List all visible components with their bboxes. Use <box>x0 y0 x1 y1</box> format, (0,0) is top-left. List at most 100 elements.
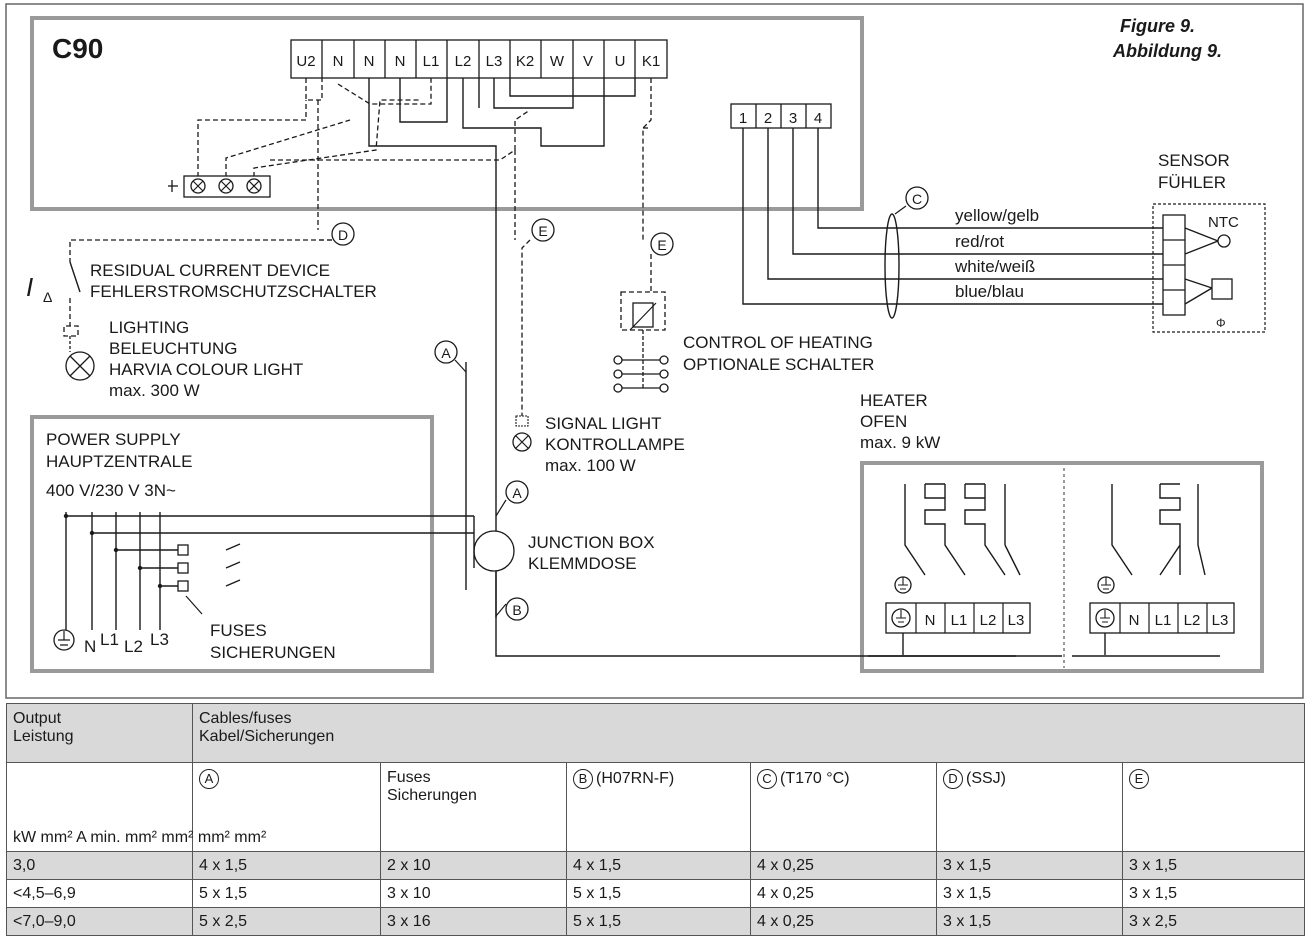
marker-e-signal: E <box>531 218 555 242</box>
terminal-u: U <box>615 53 626 70</box>
terminal-n2: N <box>364 53 375 70</box>
terminal-l2: L2 <box>455 53 472 70</box>
sensor-label-de: FÜHLER <box>1158 173 1226 192</box>
terminal-k1: K1 <box>642 53 660 70</box>
svg-text:C: C <box>912 191 922 207</box>
signal-label-en: SIGNAL LIGHT <box>545 414 662 433</box>
wire-label-blue: blue/blau <box>955 282 1024 301</box>
marker-c: C <box>905 186 929 210</box>
terminal-u2: U2 <box>296 53 315 70</box>
sensor-terminal-4: 4 <box>814 110 822 127</box>
terminal-n1: N <box>333 53 344 70</box>
svg-text:L1: L1 <box>1155 612 1172 629</box>
signal-light-wire <box>521 239 531 416</box>
svg-text:A: A <box>441 345 451 361</box>
col-a-header: A <box>192 762 381 852</box>
sensor-ntc-label: NTC <box>1208 214 1239 231</box>
power-n-label: N <box>84 637 96 656</box>
lighting-label-brand: HARVIA COLOUR LIGHT <box>109 360 303 379</box>
sensor-terminal-2: 2 <box>764 110 772 127</box>
power-ground-icon <box>53 629 75 651</box>
svg-text:A: A <box>512 485 522 501</box>
ground-terminal-strip <box>168 175 271 198</box>
terminal-l1: L1 <box>423 53 440 70</box>
rcd-label-de: FEHLERSTROMSCHUTZSCHALTER <box>90 282 377 301</box>
sensor-terminal-1: 1 <box>739 110 747 127</box>
svg-text:L2: L2 <box>980 612 997 629</box>
rcd-symbol: I <box>26 272 33 302</box>
marker-a-lower: A <box>505 480 529 504</box>
controller-name: C90 <box>52 33 103 64</box>
power-supply-box <box>30 415 434 673</box>
wire-label-white: white/weiß <box>954 257 1035 276</box>
rcd-label-en: RESIDUAL CURRENT DEVICE <box>90 261 330 280</box>
lighting-label-de: BELEUCHTUNG <box>109 339 237 358</box>
sensor-block <box>1152 203 1266 333</box>
wire-label-red: red/rot <box>955 232 1004 251</box>
marker-e-control: E <box>650 232 674 256</box>
sensor-wires <box>742 128 1163 319</box>
terminal-n3: N <box>395 53 406 70</box>
svg-text:D: D <box>338 227 348 243</box>
power-l1-label: L1 <box>100 630 119 649</box>
controller-internal-wiring <box>197 78 652 618</box>
sensor-terminal-strip: 1 2 3 4 <box>730 103 832 129</box>
col-e-header: E <box>1122 762 1305 852</box>
controller-box <box>30 16 864 211</box>
power-l2-label: L2 <box>124 637 143 656</box>
controller-terminal-strip: U2 N N N L1 L2 L3 K2 W V U K1 <box>290 39 668 79</box>
junction-box-icon <box>473 530 515 572</box>
units-cell: kW mm² A min. mm² mm² mm² mm² <box>6 762 266 852</box>
figure-subtitle: Abbildung 9. <box>1112 41 1222 61</box>
lighting-lamp-icon <box>65 351 95 381</box>
terminal-l3: L3 <box>486 53 503 70</box>
svg-text:E: E <box>657 237 666 253</box>
heater-label-en: HEATER <box>860 391 928 410</box>
control-label-de: OPTIONALE SCHALTER <box>683 355 874 374</box>
heater-box <box>860 461 1264 673</box>
fuses-label-de: SICHERUNGEN <box>210 643 336 662</box>
heater-label-max: max. 9 kW <box>860 433 940 452</box>
sensor-terminal-3: 3 <box>789 110 797 127</box>
sensor-label-en: SENSOR <box>1158 151 1230 170</box>
lighting-label-max: max. 300 W <box>109 381 200 400</box>
signal-label-de: KONTROLLAMPE <box>545 435 685 454</box>
control-of-heating-switch <box>613 254 669 393</box>
wiring-diagram: Figure 9. Abbildung 9. C90 U2 N N N L1 L… <box>5 3 1304 699</box>
svg-text:N: N <box>1129 612 1140 629</box>
svg-text:L3: L3 <box>1008 612 1025 629</box>
figure-title: Figure 9. <box>1120 16 1195 36</box>
svg-text:N: N <box>925 612 936 629</box>
power-label-de: HAUPTZENTRALE <box>46 452 192 471</box>
signal-light-icon <box>512 415 532 452</box>
col-b-header: B(H07RN-F) <box>566 762 751 852</box>
control-label-en: CONTROL OF HEATING <box>683 333 873 352</box>
col-d-header: D(SSJ) <box>936 762 1123 852</box>
terminal-w: W <box>550 53 565 70</box>
terminal-v: V <box>583 53 593 70</box>
svg-text:B: B <box>512 602 521 618</box>
power-l3-label: L3 <box>150 630 169 649</box>
svg-text:E: E <box>538 223 547 239</box>
power-voltage-label: 400 V/230 V 3N~ <box>46 481 176 500</box>
col-c-header: C(T170 °C) <box>750 762 937 852</box>
marker-b: B <box>505 597 529 621</box>
sensor-phi-label: Φ <box>1216 316 1226 330</box>
svg-text:L2: L2 <box>1184 612 1201 629</box>
power-label-en: POWER SUPPLY <box>46 430 181 449</box>
rcd-wiring <box>63 239 332 352</box>
heater-unit-left: N L1 L2 L3 <box>885 483 1031 655</box>
terminal-k2: K2 <box>516 53 534 70</box>
marker-d: D <box>331 222 355 246</box>
signal-label-max: max. 100 W <box>545 456 636 475</box>
svg-text:L1: L1 <box>951 612 968 629</box>
junction-label-de: KLEMMDOSE <box>528 554 637 573</box>
